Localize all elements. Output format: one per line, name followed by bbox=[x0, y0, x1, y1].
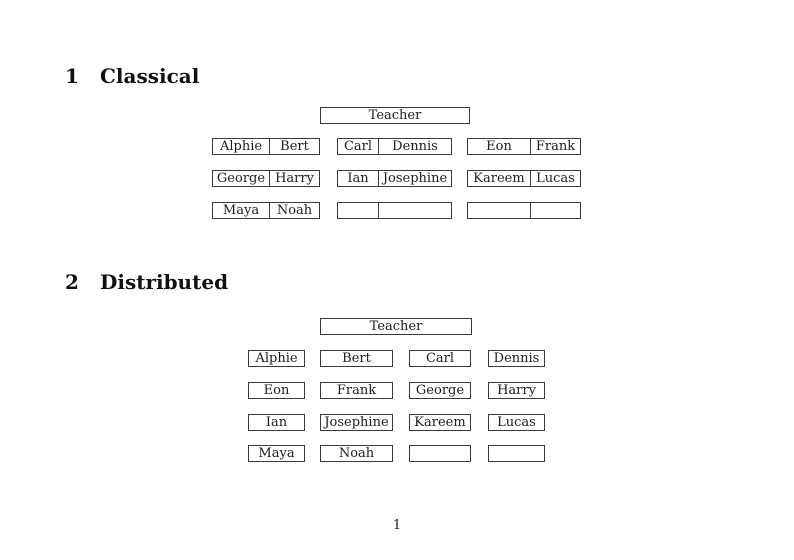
teacher-box: Teacher bbox=[320, 107, 470, 124]
seat-box: Alphie bbox=[248, 350, 305, 367]
teacher-box: Teacher bbox=[320, 318, 472, 335]
seat-box: Bert bbox=[320, 350, 393, 367]
seat-box bbox=[409, 445, 471, 462]
desk-box: Alphie Bert bbox=[212, 138, 320, 155]
seat-cell: Bert bbox=[280, 139, 309, 154]
desk-box: Ian Josephine bbox=[337, 170, 452, 187]
seat-cell: Maya bbox=[213, 203, 270, 218]
seat-cell bbox=[338, 203, 379, 218]
teacher-label: Teacher bbox=[368, 108, 422, 123]
seat-box: Carl bbox=[409, 350, 471, 367]
seat-cell: George bbox=[213, 171, 270, 186]
seat-box bbox=[488, 445, 545, 462]
seat-box: Harry bbox=[488, 382, 545, 399]
seat-cell: Noah bbox=[276, 203, 313, 218]
seat-cell: Lucas bbox=[536, 171, 575, 186]
section-title: Distributed bbox=[100, 270, 229, 294]
seat-cell: Josephine bbox=[382, 171, 448, 186]
desk-box: Eon Frank bbox=[467, 138, 581, 155]
desk-box bbox=[467, 202, 581, 219]
seat-box: Lucas bbox=[488, 414, 545, 431]
seat-box: Josephine bbox=[320, 414, 393, 431]
seat-box: Noah bbox=[320, 445, 393, 462]
seat-box: Frank bbox=[320, 382, 393, 399]
seat-cell: Harry bbox=[275, 171, 314, 186]
seat-cell bbox=[379, 203, 451, 218]
section-number: 2 bbox=[65, 270, 79, 294]
desk-box: Kareem Lucas bbox=[467, 170, 581, 187]
seat-box: Ian bbox=[248, 414, 305, 431]
seat-box: Eon bbox=[248, 382, 305, 399]
desk-box: George Harry bbox=[212, 170, 320, 187]
seat-box: Kareem bbox=[409, 414, 471, 431]
seat-cell bbox=[468, 203, 531, 218]
seat-box: George bbox=[409, 382, 471, 399]
section-heading-distributed: 2 Distributed bbox=[65, 272, 228, 292]
section-heading-classical: 1 Classical bbox=[65, 66, 199, 86]
desk-box bbox=[337, 202, 452, 219]
seat-cell: Kareem bbox=[468, 171, 531, 186]
seat-cell: Dennis bbox=[392, 139, 438, 154]
page-number: 1 bbox=[392, 518, 402, 533]
desk-box: Carl Dennis bbox=[337, 138, 452, 155]
seat-box: Maya bbox=[248, 445, 305, 462]
seat-cell bbox=[531, 203, 580, 218]
seat-cell: Alphie bbox=[213, 139, 270, 154]
seat-cell: Frank bbox=[535, 139, 576, 154]
section-title: Classical bbox=[100, 64, 200, 88]
section-number: 1 bbox=[65, 64, 79, 88]
seat-cell: Ian bbox=[338, 171, 379, 186]
teacher-label: Teacher bbox=[369, 319, 423, 334]
seat-cell: Eon bbox=[468, 139, 531, 154]
seat-box: Dennis bbox=[488, 350, 545, 367]
desk-box: Maya Noah bbox=[212, 202, 320, 219]
seat-cell: Carl bbox=[338, 139, 379, 154]
